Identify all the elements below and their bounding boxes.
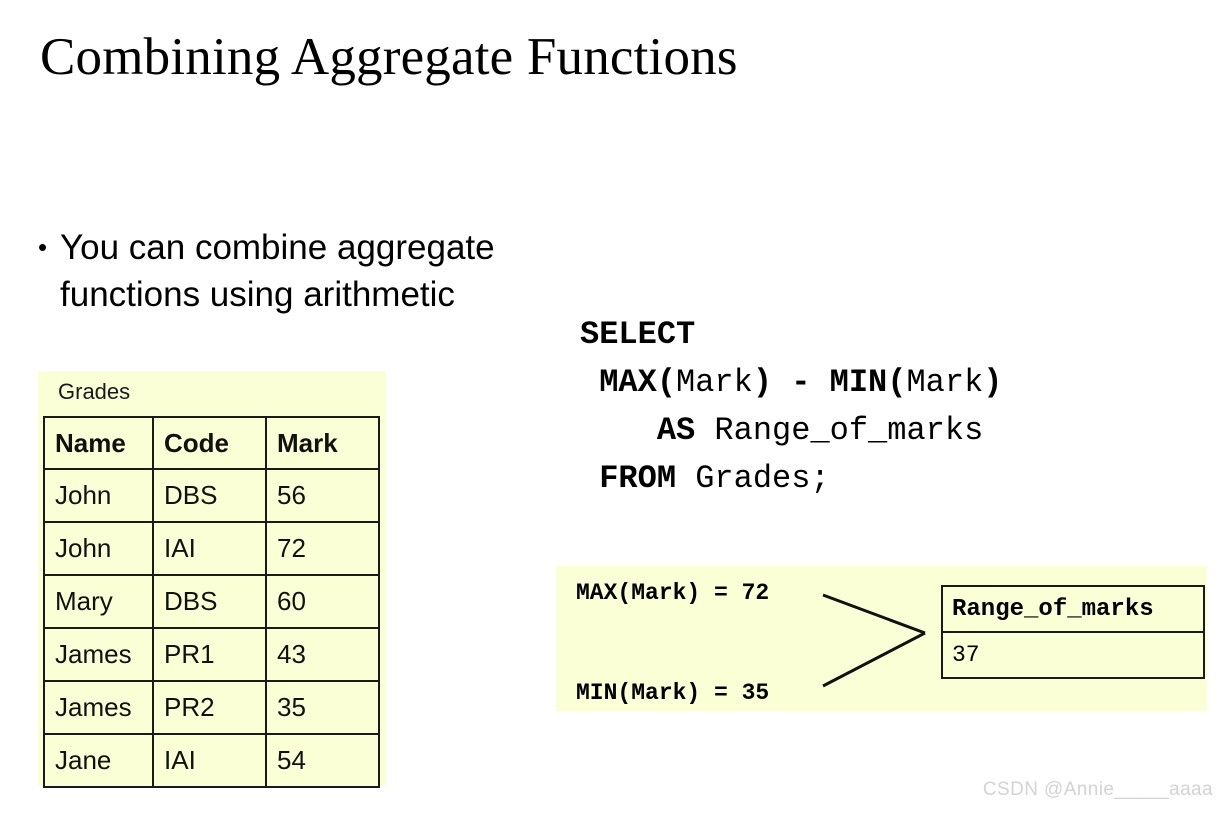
sql-keyword: FROM bbox=[599, 460, 677, 497]
sql-identifier bbox=[580, 364, 599, 401]
cell-code: DBS bbox=[152, 574, 267, 629]
bullet-dot-icon: • bbox=[38, 232, 48, 262]
sql-keyword: ) - MIN( bbox=[752, 364, 907, 401]
cell-name: Mary bbox=[43, 574, 154, 629]
watermark: CSDN @Annie_____aaaa bbox=[982, 779, 1213, 800]
sql-keyword: MAX( bbox=[599, 364, 677, 401]
cell-name: Jane bbox=[43, 733, 154, 788]
cell-code: PR1 bbox=[152, 627, 267, 682]
cell-name: John bbox=[43, 521, 154, 576]
sql-identifier: Mark bbox=[676, 364, 753, 401]
list-item: • You can combine aggregate bbox=[38, 224, 578, 271]
sql-line-1: SELECT bbox=[580, 311, 1002, 359]
grades-table: Name Code Mark John DBS 56 John IAI 72 M… bbox=[43, 416, 380, 788]
bullet-text-line-2: functions using arithmetic bbox=[60, 275, 455, 314]
sql-identifier bbox=[580, 412, 657, 449]
sql-code-block: SELECT MAX(Mark) - MIN(Mark) AS Range_of… bbox=[580, 311, 1002, 503]
grades-table-panel: Grades Name Code Mark John DBS 56 John I… bbox=[38, 371, 386, 788]
table-header-row: Name Code Mark bbox=[43, 416, 380, 470]
aggregate-max-label: MAX(Mark) = 72 bbox=[576, 580, 770, 606]
aggregate-min-label: MIN(Mark) = 35 bbox=[576, 680, 770, 706]
sql-identifier bbox=[580, 460, 599, 497]
result-table: Range_of_marks 37 bbox=[941, 585, 1205, 679]
cell-name: John bbox=[43, 468, 154, 523]
column-header-code: Code bbox=[152, 416, 267, 470]
sql-keyword: AS bbox=[656, 412, 696, 449]
table-row: John DBS 56 bbox=[43, 468, 380, 523]
sql-identifier: Range_of_marks bbox=[695, 412, 984, 449]
result-column-header: Range_of_marks bbox=[941, 585, 1205, 633]
cell-code: PR2 bbox=[152, 680, 267, 735]
sql-line-2: MAX(Mark) - MIN(Mark) bbox=[580, 359, 1002, 407]
result-value-row: 37 bbox=[941, 631, 1205, 679]
page-title: Combining Aggregate Functions bbox=[40, 28, 738, 86]
sql-keyword: SELECT bbox=[580, 316, 696, 353]
list-item-continuation: functions using arithmetic bbox=[38, 271, 578, 318]
result-diagram-panel: MAX(Mark) = 72 MIN(Mark) = 35 Range_of_m… bbox=[556, 566, 1207, 711]
cell-code: IAI bbox=[152, 733, 267, 788]
cell-code: IAI bbox=[152, 521, 267, 576]
cell-mark: 56 bbox=[265, 468, 380, 523]
sql-identifier: Mark bbox=[906, 364, 984, 401]
table-row: James PR1 43 bbox=[43, 627, 380, 682]
bullet-list: • You can combine aggregate functions us… bbox=[38, 224, 578, 318]
column-header-name: Name bbox=[43, 416, 154, 470]
cell-name: James bbox=[43, 680, 154, 735]
cell-mark: 54 bbox=[265, 733, 380, 788]
table-row: John IAI 72 bbox=[43, 521, 380, 576]
column-header-mark: Mark bbox=[265, 416, 380, 470]
sql-identifier: Grades; bbox=[676, 460, 830, 497]
result-header-row: Range_of_marks bbox=[941, 585, 1205, 633]
cell-mark: 72 bbox=[265, 521, 380, 576]
sql-keyword: ) bbox=[983, 364, 1003, 401]
table-row: James PR2 35 bbox=[43, 680, 380, 735]
sql-line-3: AS Range_of_marks bbox=[580, 407, 1002, 455]
cell-name: James bbox=[43, 627, 154, 682]
table-row: Jane IAI 54 bbox=[43, 733, 380, 788]
cell-mark: 43 bbox=[265, 627, 380, 682]
cell-mark: 35 bbox=[265, 680, 380, 735]
result-value-cell: 37 bbox=[941, 631, 1205, 679]
cell-mark: 60 bbox=[265, 574, 380, 629]
sql-line-4: FROM Grades; bbox=[580, 455, 1002, 503]
grades-table-caption: Grades bbox=[58, 379, 131, 404]
table-row: Mary DBS 60 bbox=[43, 574, 380, 629]
bullet-text-line-1: You can combine aggregate bbox=[60, 228, 495, 267]
cell-code: DBS bbox=[152, 468, 267, 523]
